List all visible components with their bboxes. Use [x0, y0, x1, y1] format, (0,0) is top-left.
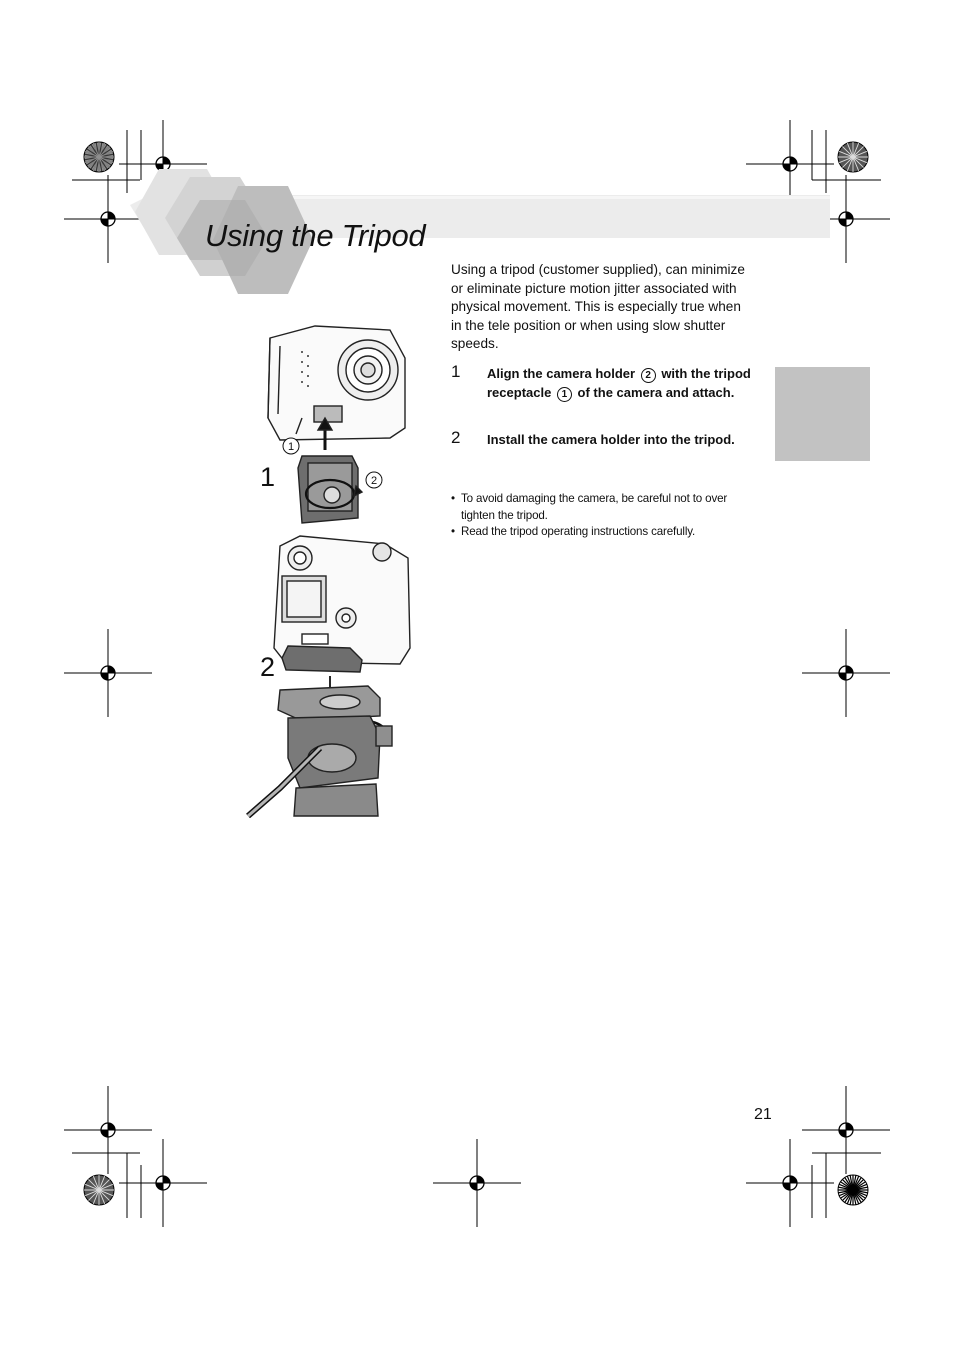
- step-number: 2: [451, 428, 461, 447]
- step-text: Align the camera holder 2 with the tripo…: [487, 366, 751, 402]
- step-text: Install the camera holder into the tripo…: [487, 432, 735, 447]
- callout-2: 2: [371, 475, 377, 487]
- note-item: •To avoid damaging the camera, be carefu…: [451, 492, 728, 522]
- bullet: •: [451, 492, 455, 505]
- page-title: Using the Tripod: [205, 218, 426, 253]
- section-tab: [775, 367, 870, 461]
- notes-list: •To avoid damaging the camera, be carefu…: [451, 491, 751, 541]
- tripod-illustration: 1 2 1 2: [246, 325, 411, 818]
- marker-2: 2: [640, 368, 656, 383]
- page-number: 21: [754, 1106, 772, 1123]
- step2-label: 2: [260, 652, 275, 682]
- bullet: •: [451, 525, 455, 539]
- step-number: 1: [451, 362, 461, 381]
- marker-1: 1: [556, 387, 572, 402]
- header-decoration: [130, 169, 830, 294]
- step1-label: 1: [260, 462, 275, 492]
- intro-paragraph: Using a tripod (customer supplied), can …: [451, 262, 745, 352]
- callout-1: 1: [288, 441, 294, 453]
- note-item: •Read the tripod operating instructions …: [451, 524, 751, 541]
